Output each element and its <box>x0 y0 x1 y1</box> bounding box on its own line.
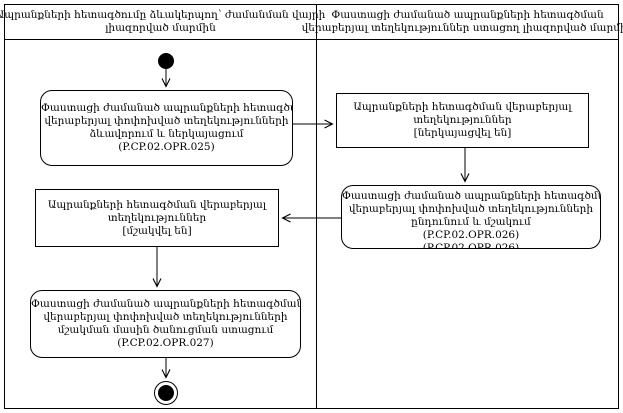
initial-node <box>158 53 174 69</box>
swimlane-divider <box>316 4 317 409</box>
final-node <box>158 385 174 401</box>
lane-title-right: Փաստացի ժամանած ապրանքների հետագծման վեր… <box>301 8 623 34</box>
action-node-opr-025-label: Փաստացի ժամանած ապրանքների հետագծման վեր… <box>41 102 292 153</box>
lane-header-right: Փաստացի ժամանած ապրանքների հետագծման վեր… <box>302 4 623 40</box>
lane-title-left: Ապրանքների հետագծումը ձևակերպող՝ ժամանմա… <box>0 8 326 34</box>
action-node-opr-026-label: Փաստացի ժամանած ապրանքների հետագծման ց վ… <box>342 190 600 249</box>
action-node-opr-026: Փաստացի ժամանած ապրանքների հետագծման ց վ… <box>341 185 601 249</box>
object-node-info-processed: Ապրանքների հետագծման վերաբերյալ տեղեկութ… <box>35 189 279 247</box>
action-node-opr-025: Փաստացի ժամանած ապրանքների հետագծման վեր… <box>40 90 293 166</box>
action-node-opr-027: Փաստացի ժամանած ապրանքների հետագծման վեր… <box>30 290 301 358</box>
object-node-info-processed-label: Ապրանքների հետագծման վերաբերյալ տեղեկութ… <box>47 198 267 237</box>
diagram-outer-border <box>4 4 619 409</box>
object-node-info-submitted: Ապրանքների հետագծման վերաբերյալ տեղեկութ… <box>336 93 589 148</box>
lane-header-left: Ապրանքների հետագծումը ձևակերպող՝ ժամանմա… <box>0 4 325 40</box>
object-node-info-submitted-label: Ապրանքների հետագծման վերաբերյալ տեղեկութ… <box>353 101 572 139</box>
action-node-opr-027-label: Փաստացի ժամանած ապրանքների հետագծման վեր… <box>31 298 301 349</box>
